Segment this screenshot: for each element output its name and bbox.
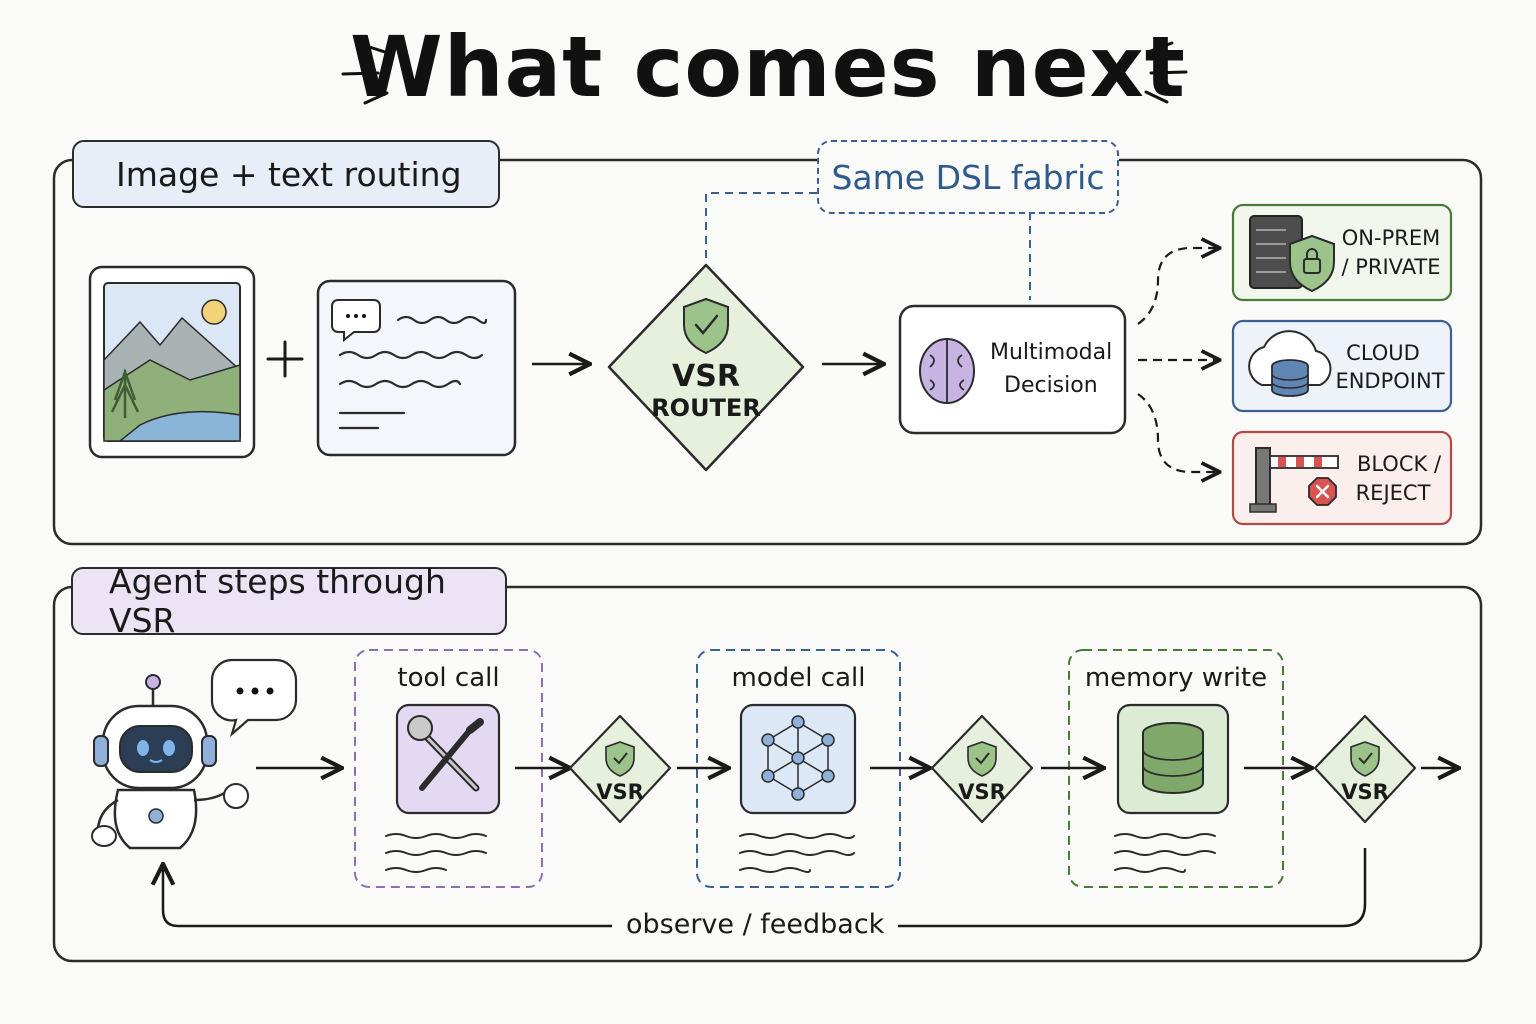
same-dsl-fabric-label: Same DSL fabric [817,140,1119,214]
bottom-section-frame [52,585,1483,963]
stage-notes [385,833,1216,873]
stage-tool-call-label: tool call [397,663,500,693]
cloud-database-icon [1248,330,1332,397]
title-sparkle-right [1144,41,1188,104]
image-icon [88,265,256,459]
title-sparkle-left [341,42,389,105]
vsr-label-3: VSR [1341,780,1389,804]
vsr-label-2: VSR [958,780,1006,804]
destination-cloud-line2: ENDPOINT [1335,369,1445,393]
arrow-decision-to-onprem [1137,248,1218,325]
bottom-section-label: Agent steps through VSR [71,562,507,640]
wrench-screwdriver-icon [407,715,484,792]
destination-onprem-line1: ON-PREM [1341,226,1441,250]
vsr-label-1: VSR [596,780,644,804]
stage-model-call-label: model call [731,663,866,693]
server-lock-icon [1249,215,1335,293]
decision-label-line1: Multimodal [990,340,1113,365]
page-title: What comes next [350,18,1186,116]
plus-icon [266,340,304,378]
robot-agent-icon [91,674,249,850]
brain-icon [919,338,975,404]
destination-onprem-line2: / PRIVATE [1341,255,1441,279]
destination-block-line2: REJECT [1355,481,1431,505]
stage-memory-write-label: memory write [1084,663,1268,693]
top-section-label: Image + text routing [72,140,500,208]
vsr-diamond-1 [568,714,672,824]
destination-block-line1: BLOCK / [1356,452,1442,476]
vsr-router-label-line1: VSR [672,359,740,394]
top-section-frame [52,158,1483,546]
shield-check-icon [683,297,729,355]
vsr-diamond-2 [930,714,1034,824]
chat-document-icon [316,279,517,457]
vsr-router-label-line2: ROUTER [651,394,761,422]
vsr-router-diamond [607,263,805,472]
fabric-connector-router [705,192,817,262]
vsr-diamond-3 [1313,714,1417,824]
arrow-decision-to-block [1137,393,1218,472]
feedback-label: observe / feedback [612,909,899,941]
neural-network-icon [761,715,835,801]
destination-block-box [1231,430,1453,526]
destination-cloud-line1: CLOUD [1346,341,1420,365]
database-icon [1142,722,1204,794]
speech-bubble-icon [210,658,298,738]
barrier-block-icon [1249,447,1339,513]
decision-label-line2: Decision [1004,373,1098,398]
